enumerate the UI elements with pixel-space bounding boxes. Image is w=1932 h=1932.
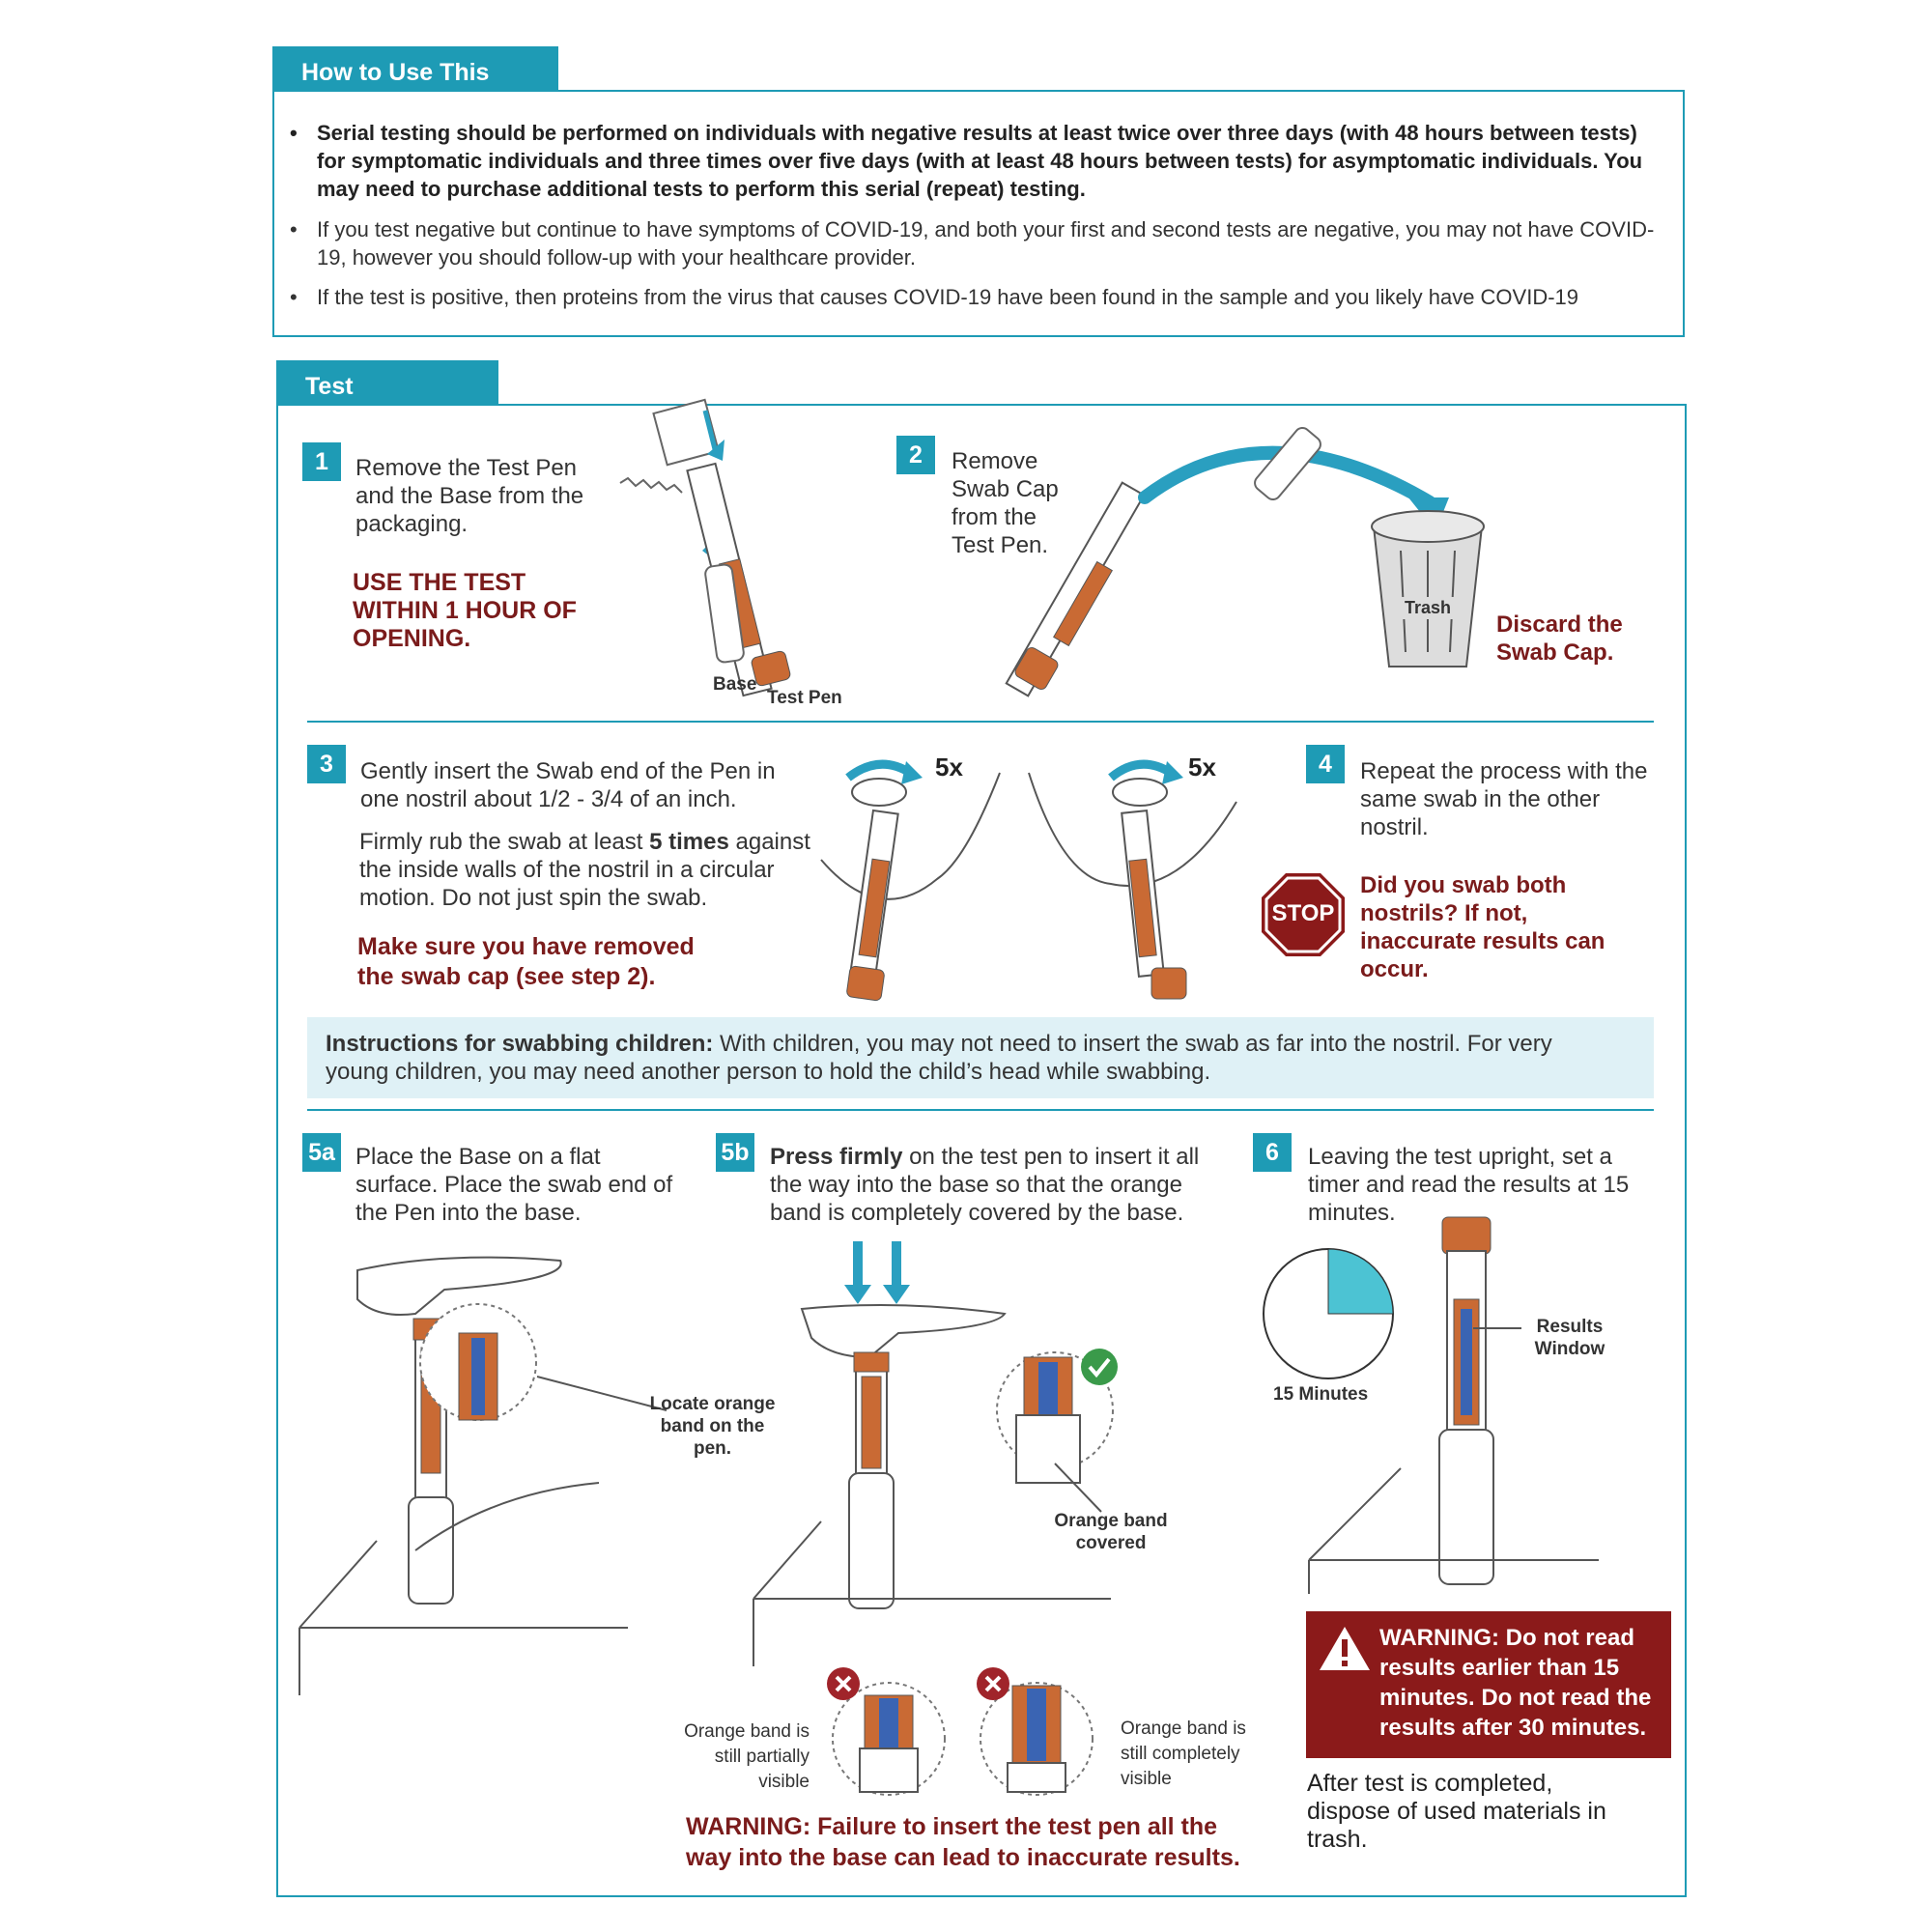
step-1-number: 1: [302, 442, 341, 481]
step-1-text: Remove the Test Pen and the Base from th…: [355, 455, 584, 537]
bullet-serial-testing: •Serial testing should be performed on i…: [290, 121, 1643, 201]
stop-sign-icon: [1262, 873, 1345, 956]
step-5a-text: Place the Base on a flat surface. Place …: [355, 1144, 673, 1226]
step-6-illustration: [1308, 1216, 1599, 1594]
step-5a-number: 5a: [302, 1133, 341, 1172]
step-6-warning-panel: [1306, 1611, 1671, 1758]
times-label-a: 5x: [935, 753, 963, 781]
step-1-warning: USE THE TEST WITHIN 1 HOUR OF OPENING.: [353, 569, 577, 652]
step-6-after: After test is completed, dispose of used…: [1307, 1770, 1606, 1853]
test-procedure-tab: Test Procedure: [276, 360, 498, 428]
step-3-number: 3: [307, 745, 346, 783]
step-3-text-1: Gently insert the Swab end of the Pen in…: [360, 758, 776, 812]
step-6-warning: WARNING: Do not read results earlier tha…: [1379, 1625, 1652, 1741]
step-5b-warning: WARNING: Failure to insert the test pen …: [686, 1813, 1240, 1871]
step-2-text: Remove Swab Cap from the Test Pen.: [952, 448, 1059, 558]
how-to-tab: How to Use This Test: [272, 46, 558, 114]
step-5b-illustration: [753, 1241, 1114, 1666]
step-4-warning: Did you swab both nostrils? If not, inac…: [1360, 872, 1605, 982]
fully-visible-illustration: [980, 1682, 1094, 1796]
results-window-label: Results Window: [1534, 1317, 1605, 1359]
label-base: Base: [713, 674, 757, 695]
partial-visible-illustration: [832, 1682, 946, 1796]
label-completely-visible: Orange band is still completely visible: [1121, 1719, 1246, 1789]
trash-label: Trash: [1402, 597, 1455, 619]
step-6-text: Leaving the test upright, set a timer an…: [1308, 1144, 1630, 1226]
step-5a-label: Locate orange band on the pen.: [649, 1394, 776, 1459]
how-to-box: [272, 90, 1685, 337]
timer-illustration: [1263, 1248, 1394, 1379]
step-3-text-2: Firmly rub the swab at least 5 times aga…: [359, 829, 810, 911]
step-5b-number: 5b: [716, 1133, 754, 1172]
step-5b-text: Press firmly on the test pen to insert i…: [770, 1144, 1200, 1226]
step-4-number: 4: [1306, 745, 1345, 783]
step-3-illustration-a: [820, 759, 1001, 1002]
step-2-illustration: [1005, 426, 1485, 697]
step-1-illustration: [619, 398, 791, 697]
bullet-test-positive: •If the test is positive, then proteins …: [290, 285, 1579, 309]
label-test-pen: Test Pen: [767, 688, 842, 708]
divider-2: [307, 1109, 1654, 1111]
label-partially-visible: Orange band is still partially visible: [684, 1721, 810, 1792]
children-instructions: Instructions for swabbing children: With…: [326, 1031, 1552, 1085]
timer-elapsed-wedge: [1327, 1248, 1394, 1315]
label-orange-band-covered: Orange band covered: [1054, 1511, 1168, 1553]
times-label-b: 5x: [1188, 753, 1216, 781]
x-icon-partial: [827, 1667, 860, 1700]
step-6-number: 6: [1253, 1133, 1292, 1172]
children-instructions-panel: [307, 1017, 1654, 1098]
step-5a-illustration: [298, 1256, 668, 1695]
step-4-text: Repeat the process with the same swab in…: [1360, 758, 1648, 840]
step-3-illustration-b: [1028, 759, 1237, 1000]
warning-icon: [1320, 1627, 1370, 1670]
check-icon: [1081, 1349, 1118, 1385]
timer-label: 15 Minutes: [1273, 1384, 1369, 1405]
test-procedure-box: [276, 404, 1687, 1897]
stop-sign-text: STOP: [1271, 900, 1335, 926]
step-3-warning: Make sure you have removed the swab cap …: [357, 933, 695, 990]
bullet-test-negative: •If you test negative but continue to ha…: [290, 217, 1655, 270]
divider-1: [307, 721, 1654, 723]
step-2-number: 2: [896, 436, 935, 474]
step-2-discard: Discard the Swab Cap.: [1496, 611, 1623, 666]
x-icon-visible: [977, 1667, 1009, 1700]
